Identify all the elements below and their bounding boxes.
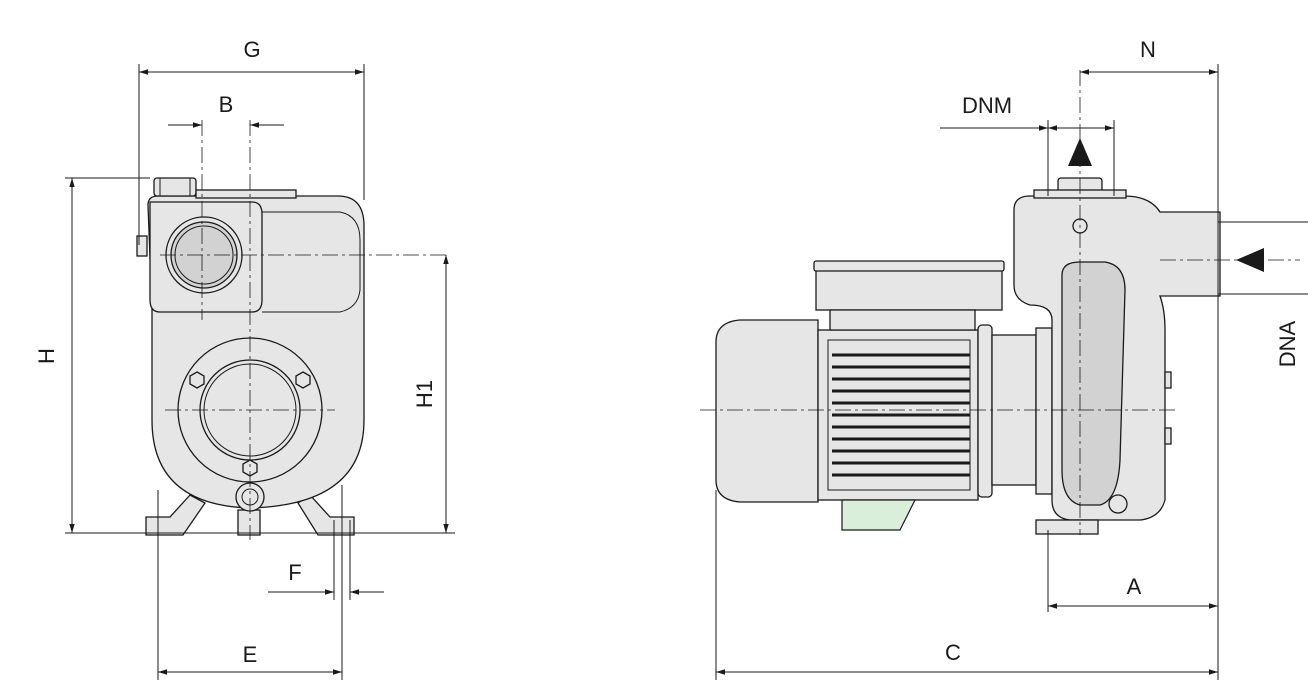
motor-fins [832, 353, 970, 477]
label-DNM: DNM [962, 93, 1012, 118]
label-B: B [219, 92, 234, 117]
label-H: H [34, 348, 59, 364]
label-E: E [243, 642, 258, 667]
label-C: C [945, 640, 961, 665]
pump-foot [1035, 519, 1099, 535]
front-top-plug [153, 177, 197, 197]
front-side-plug [136, 235, 148, 257]
bolt-icon [1108, 494, 1128, 514]
label-A: A [1127, 574, 1142, 599]
bolt-icon [295, 371, 311, 389]
front-view [65, 64, 455, 680]
volute-channel [1061, 261, 1126, 506]
label-F: F [288, 560, 301, 585]
label-H1: H1 [412, 380, 437, 408]
bolt-icon [189, 371, 205, 389]
label-DNA: DNA [1275, 320, 1300, 367]
label-N: N [1140, 37, 1156, 62]
front-upper-right [262, 211, 361, 313]
front-foot-right [297, 494, 355, 536]
dimension-labels: G B H H1 F E N DNM DNA A C [34, 37, 1300, 667]
terminal-box [815, 267, 1003, 311]
motor-end-cap [715, 319, 819, 503]
terminal-box-lid [813, 260, 1005, 272]
side-view [700, 64, 1308, 680]
front-foot-center [237, 509, 261, 536]
front-dimensions [69, 69, 449, 675]
side-dimensions [716, 69, 1218, 675]
motor-base [841, 499, 916, 531]
label-G: G [243, 37, 260, 62]
front-top-ledge [195, 189, 297, 199]
front-foot-left [145, 494, 206, 536]
motor-flange [977, 324, 993, 498]
